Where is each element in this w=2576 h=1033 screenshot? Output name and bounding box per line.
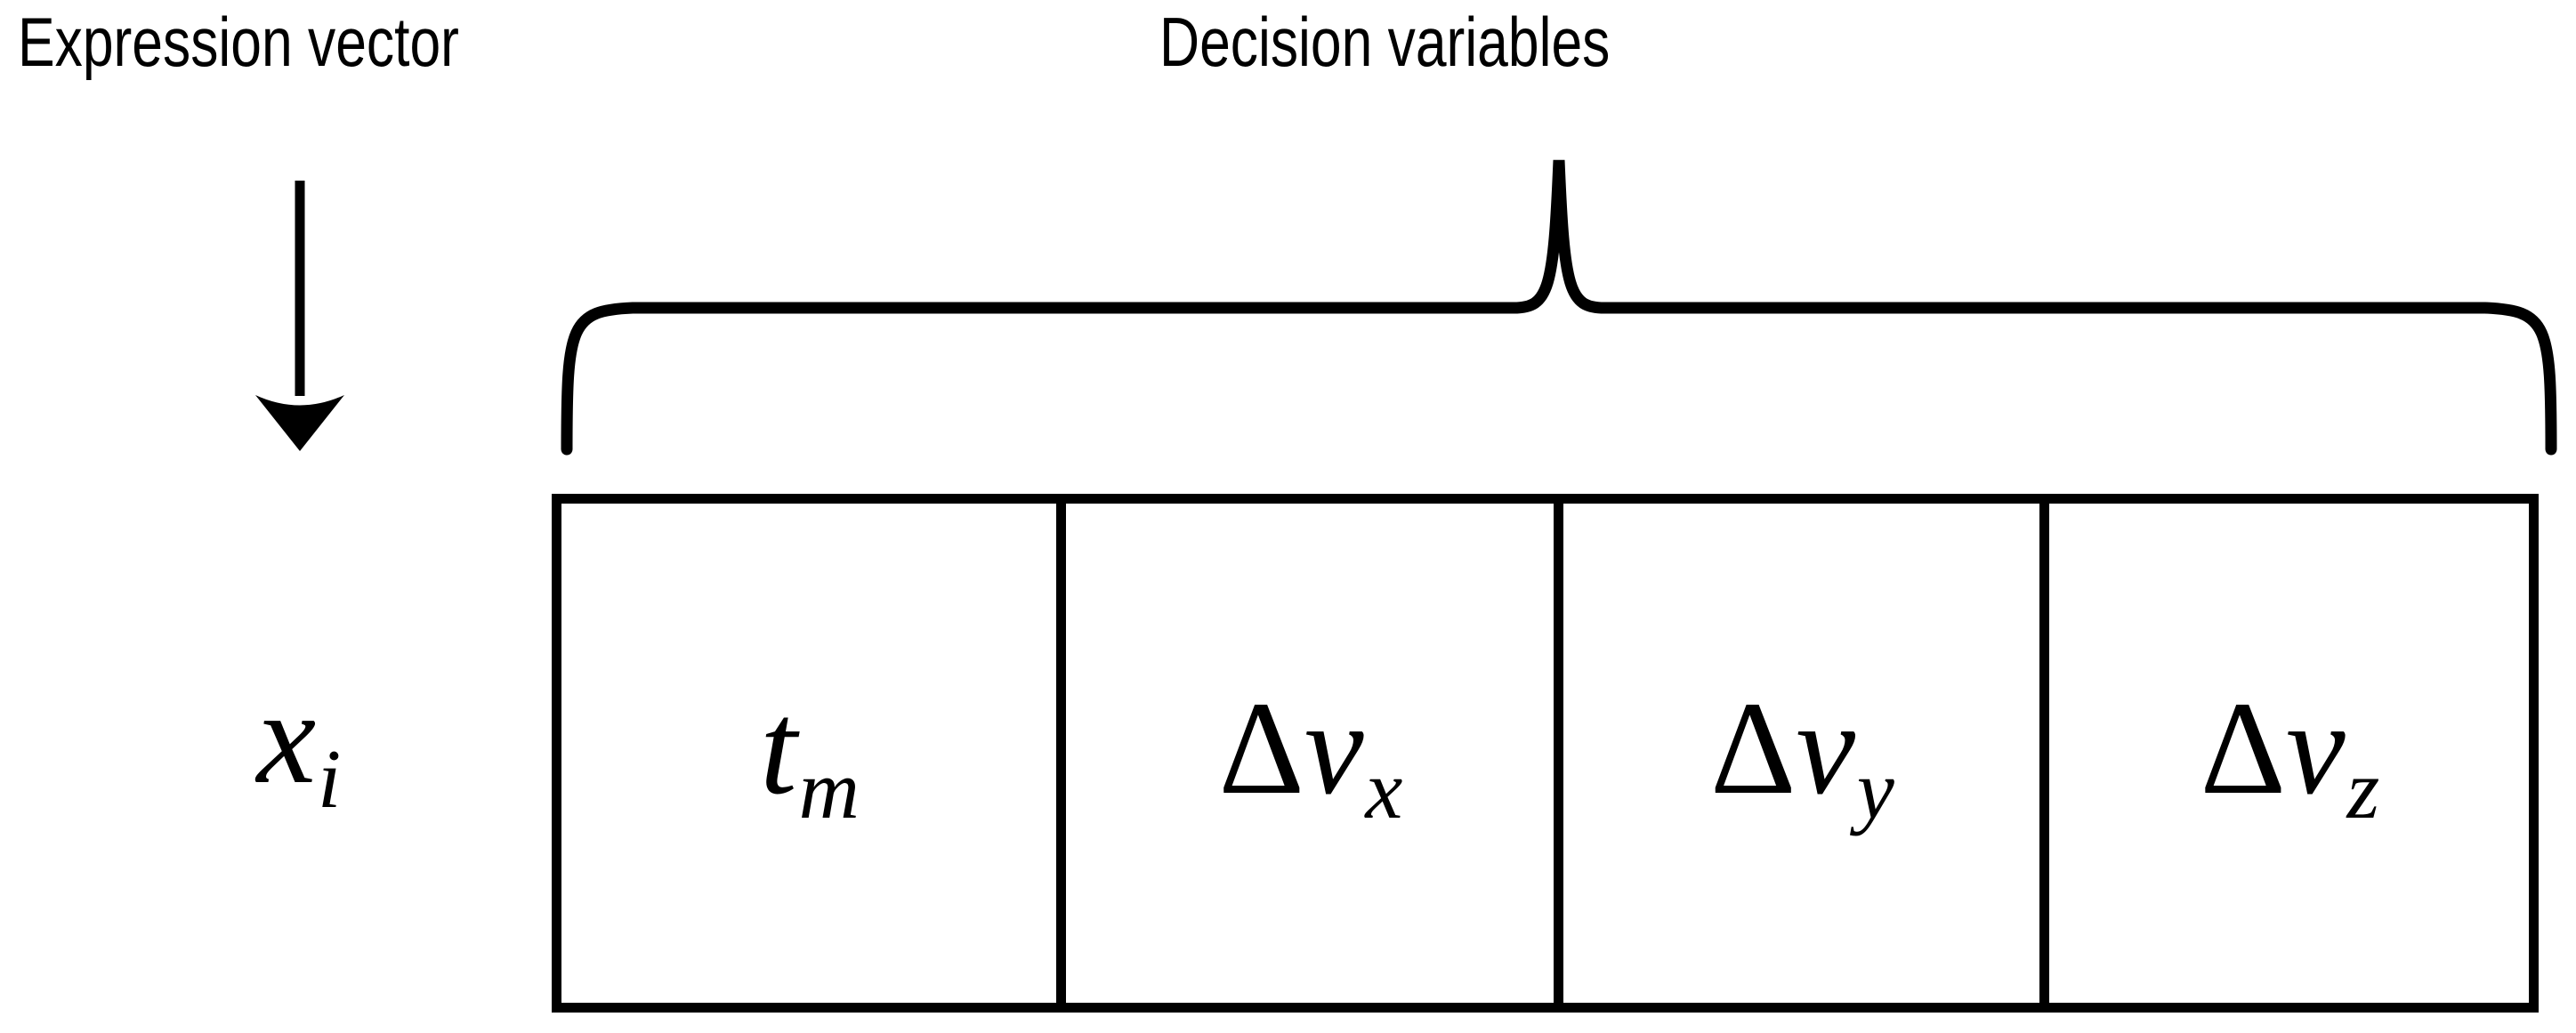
cell-symbol-delta-vx: Δvx (1218, 674, 1403, 836)
cell-subscript-m: m (798, 743, 860, 836)
vector-cell-delta-vx[interactable]: Δvx (1056, 504, 1554, 1003)
delta-glyph: Δ (1218, 674, 1304, 822)
down-arrow-icon (255, 181, 344, 451)
expression-vector-box: tm Δvx Δvy Δvz (552, 494, 2539, 1013)
cell-subscript-z: z (2346, 743, 2380, 836)
vector-cell-delta-vy[interactable]: Δvy (1554, 504, 2039, 1003)
expression-vector-label: Expression vector (18, 3, 459, 81)
cell-symbol-delta-vy: Δvy (1710, 674, 1894, 836)
vector-cell-delta-vz[interactable]: Δvz (2039, 504, 2529, 1003)
cell-subscript-x: x (1365, 743, 1403, 836)
cell-subscript-y: y (1856, 743, 1894, 836)
vector-name-label: xi (218, 671, 378, 822)
vector-name-subscript: i (318, 733, 342, 827)
curly-brace-icon (561, 159, 2557, 456)
decision-variables-label: Decision variables (1159, 3, 1611, 81)
cell-symbol-delta-vz: Δvz (2200, 674, 2380, 836)
delta-glyph: Δ (1710, 674, 1797, 822)
delta-glyph: Δ (2200, 674, 2287, 822)
vector-name-symbol: xi (256, 664, 342, 827)
cell-symbol-tm: tm (760, 674, 860, 836)
vector-cell-tm[interactable]: tm (561, 504, 1056, 1003)
